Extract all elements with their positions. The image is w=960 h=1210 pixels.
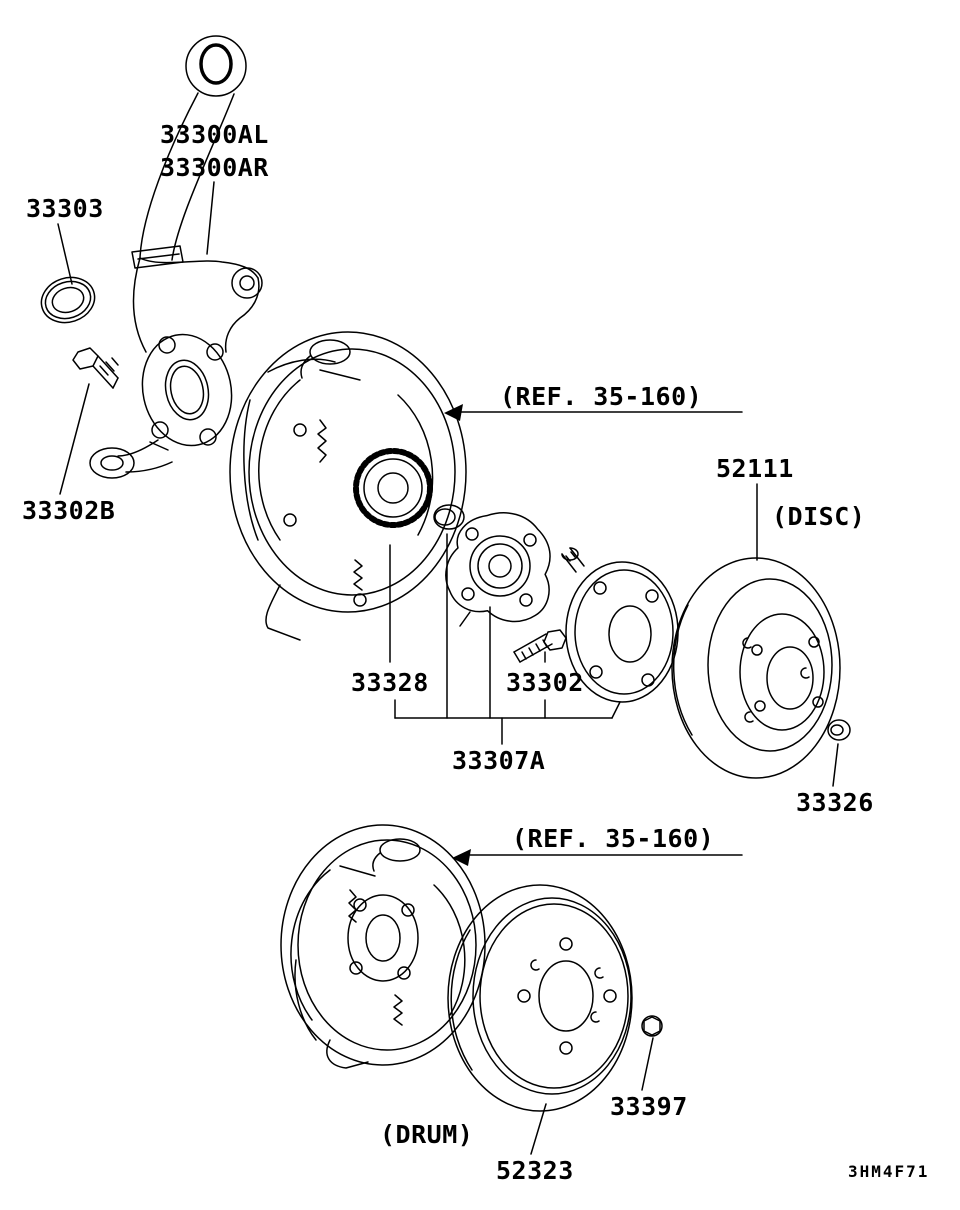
callout-arm-right: 33300AR [160,153,269,182]
callout-hub-bolt: 33302 [506,668,584,697]
callout-hub-unit: 33307A [452,746,546,775]
brake-backing-plate-upper-part [229,331,467,641]
brake-drum-part [447,884,633,1112]
hub-bearing-unit-part [445,512,551,627]
knuckle-bolt-part [72,347,119,389]
callout-ref-lower: (REF. 35-160) [512,824,715,853]
callout-arm-left: 33300AL [160,120,269,149]
callout-abs-rotor: 33328 [351,668,429,697]
trailing-arm-part [131,35,247,269]
hub-flange-part [561,547,679,703]
grease-cap-part [827,719,851,741]
callout-drum: 52323 [496,1156,574,1185]
disc-rotor-part [671,557,841,779]
callout-knuckle-bolt: 33302B [22,496,116,525]
seal-part [40,276,96,324]
callout-seal: 33303 [26,194,104,223]
hub-bolt-part [513,629,567,663]
callout-drum-caption: (DRUM) [380,1120,474,1149]
callout-ref-upper: (REF. 35-160) [500,382,703,411]
bearing-cap-part [433,504,465,530]
callout-drum-cap: 33397 [610,1092,688,1121]
callout-grease-cap: 33326 [796,788,874,817]
reference-arrows [444,404,471,866]
leader-lines [57,181,839,1155]
drawing-code: 3HM4F71 [848,1162,930,1181]
callout-disc-caption: (DISC) [772,502,866,531]
drum-cap-nut-part [641,1015,663,1037]
knuckle-part [89,257,263,479]
callout-disc: 52111 [716,454,794,483]
